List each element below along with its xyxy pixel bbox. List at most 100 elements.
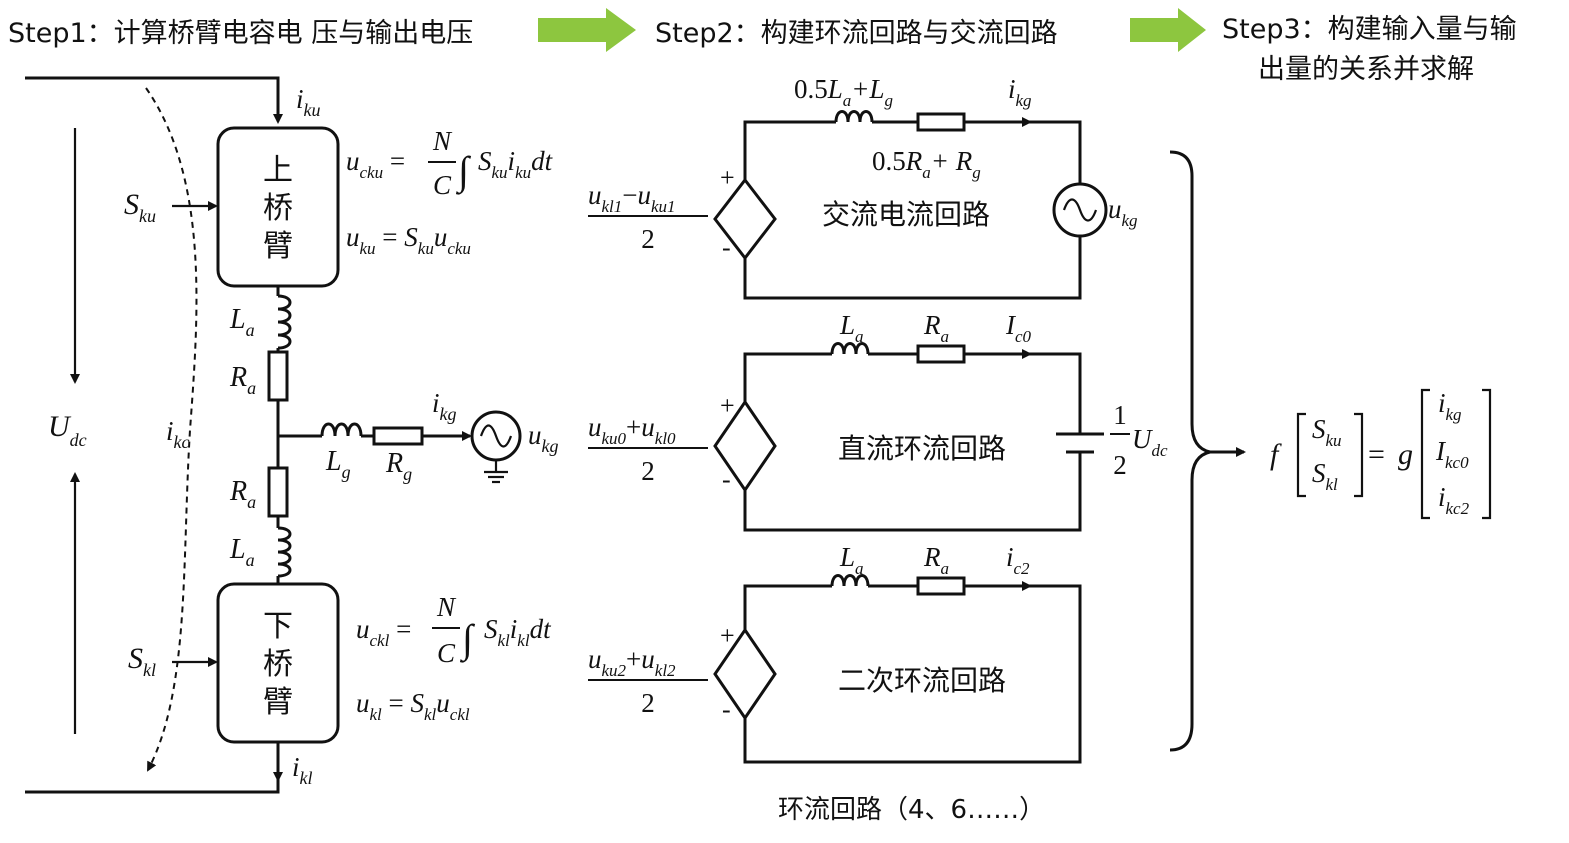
dc-circulating-loop: + - La Ra Ic0 1 2 Udc 直流环流回路 [713,310,1168,532]
function-g: g [1398,438,1413,471]
ac-loop-inductor [834,110,874,123]
upper-la-label: La [229,304,255,340]
svg-text:C: C [437,638,456,668]
svg-text:N: N [432,126,453,156]
second-loop-resistor-label: Ra [923,542,949,578]
upper-arm-char-2: 桥 [263,191,293,226]
output-matrix-right-bracket [1482,388,1492,520]
input-matrix-left-bracket [1296,412,1306,498]
ac-loop-wire-bottom [743,236,1082,300]
udc-label: Udc [48,410,87,450]
lower-ra-resistor [267,466,289,518]
svg-text:∫: ∫ [459,616,476,663]
s-ku-label: Sku [124,188,156,226]
right-curly-brace [1169,150,1211,752]
dc-voltage-label: Udc [1132,424,1168,460]
svg-text:ukl = Skluckl: ukl = Skluckl [356,688,470,724]
second-loop-dependent-source [713,627,777,721]
i-kc-label: ikc [166,416,190,452]
svg-text:uku0+ukl0: uku0+ukl0 [588,412,676,448]
step-arrow-2 [1130,8,1206,52]
ac-loop-resistance-label: 0.5Ra+ Rg [872,146,981,182]
sine-wave-icon [479,424,513,448]
equals-sign: = [1368,438,1385,471]
ac-loop-source-label: ukg [1108,194,1138,230]
i-kl-label: ikl [292,752,313,788]
circulating-loop-caption: 环流回路（4、6……） [778,795,1045,825]
svg-text:∫: ∫ [455,148,472,195]
svg-text:Skuikudt: Skuikudt [478,146,554,182]
minus-sign: - [722,233,731,262]
i-kg-label: ikg [432,388,457,424]
lower-dc-rail [25,742,280,794]
dc-loop-inductor-label: La [839,310,864,346]
plus-sign: + [720,163,735,192]
lg-inductor [320,422,363,437]
rg-label: Rg [385,448,412,484]
dc-half-numerator: 1 [1113,400,1127,430]
lg-label: Lg [325,446,351,482]
eq-ucku: ucku = N C ∫ Skuikudt [346,126,554,200]
dc-loop-current-label: Ic0 [1005,310,1032,346]
source-2-expression: uku0+ukl0 2 [588,412,708,486]
step-arrow-1 [538,8,636,52]
upper-la-inductor [277,294,292,350]
lower-arm-char-1: 下 [263,609,293,644]
dc-half-denominator: 2 [1113,450,1127,480]
second-loop-inductor-label: La [839,542,864,578]
source-1-expression: ukl1−uku1 2 [588,180,708,254]
step3-label-line2: 出量的关系并求解 [1258,54,1474,85]
plus-sign: + [720,621,735,650]
step3-label-line1: Step3：构建输入量与输 [1222,14,1517,45]
ac-loop-current-label: ikg [1008,74,1032,110]
step2-label: Step2：构建环流回路与交流回路 [655,18,1058,49]
svg-text:uku = Skuucku: uku = Skuucku [346,222,471,258]
minus-sign: - [722,695,731,724]
svg-text:ukl1−uku1: ukl1−uku1 [588,180,676,216]
svg-text:uku2+ukl2: uku2+ukl2 [588,644,676,680]
ac-current-loop: + - 0.5La+Lg 0.5Ra+ Rg ikg ukg 交流电流回路 [713,74,1138,300]
dc-loop-dependent-source [713,399,777,493]
upper-arm-char-1: 上 [263,153,293,188]
svg-text:N: N [436,592,457,622]
ac-loop-inductance-label: 0.5La+Lg [794,74,893,110]
s-kl-label: Skl [128,642,156,680]
dc-loop-inductor [830,342,870,355]
dc-loop-title: 直流环流回路 [838,432,1006,465]
ac-loop-resistor [916,112,966,132]
step1-label: Step1：计算桥臂电容电 压与输出电压 [8,18,473,49]
plus-sign: + [720,391,735,420]
svg-text:2: 2 [641,456,655,486]
eq-uckl: uckl = N C ∫ Sklikldt [356,592,552,668]
input-s-kl: Skl [1312,458,1338,494]
eq-uku: uku = Skuucku [346,222,471,258]
input-matrix-right-bracket [1354,412,1364,498]
lower-ra-label: Ra [229,476,256,512]
minus-sign: - [722,465,731,494]
upper-arm-char-3: 臂 [263,229,293,264]
svg-text:Sklikldt: Sklikldt [484,614,552,650]
u-kg-label: ukg [528,420,559,456]
second-loop-title: 二次环流回路 [838,664,1006,697]
upper-ra-label: Ra [229,362,256,398]
ac-loop-wire-left [743,120,836,180]
dc-loop-resistor-label: Ra [923,310,949,346]
input-s-ku: Sku [1312,414,1342,450]
eq-ukl: ukl = Skluckl [356,688,470,724]
svg-text:2: 2 [641,224,655,254]
output-matrix-left-bracket [1420,388,1430,520]
ac-loop-dependent-source [713,177,777,261]
sine-wave-icon [1062,198,1098,222]
input-output-relation: f Sku Skl = g ikg Ikc0 ikc2 [1270,388,1492,520]
second-loop-inductor [830,574,870,587]
lower-la-label: La [229,534,255,570]
output-i-kc2: ikc2 [1438,482,1470,518]
i-kc-dashed-path [145,87,198,772]
second-loop-current-label: ic2 [1006,542,1030,578]
second-loop-resistor [916,576,966,596]
ac-loop-title: 交流电流回路 [822,198,990,231]
function-f: f [1270,438,1282,471]
lower-la-inductor [277,526,292,578]
